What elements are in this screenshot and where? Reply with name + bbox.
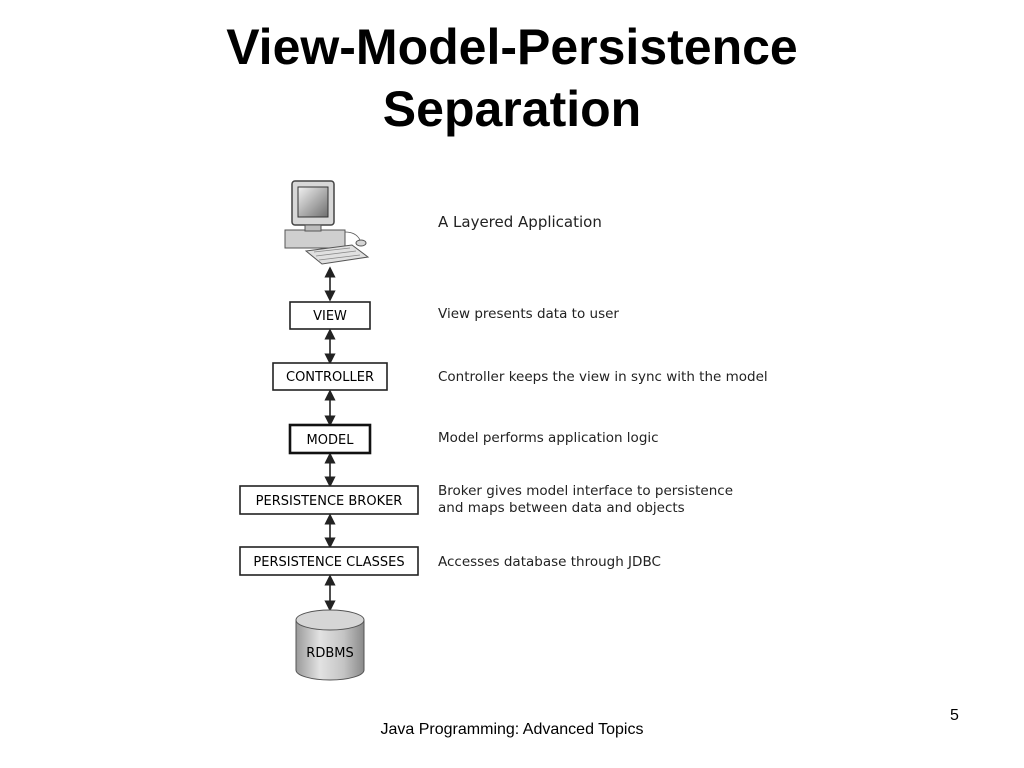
- database-label: RDBMS: [306, 646, 353, 661]
- model-description: Model performs application logic: [438, 430, 659, 446]
- computer-icon: [284, 180, 370, 265]
- broker-description-line-1: Broker gives model interface to persiste…: [438, 483, 733, 499]
- layer-view: VIEW: [289, 301, 371, 330]
- persistence-classes-description: Accesses database through JDBC: [438, 554, 661, 570]
- layer-model: MODEL: [288, 423, 372, 455]
- diagram-heading: A Layered Application: [438, 213, 602, 231]
- layer-persistence-classes-label: PERSISTENCE CLASSES: [253, 555, 404, 570]
- layer-model-label: MODEL: [307, 433, 355, 448]
- slide-title: View-Model-Persistence Separation: [0, 16, 1024, 140]
- database-icon: RDBMS: [295, 609, 365, 681]
- layer-view-label: VIEW: [313, 309, 347, 324]
- controller-description: Controller keeps the view in sync with t…: [438, 369, 768, 385]
- layer-controller: CONTROLLER: [272, 362, 388, 391]
- view-description: View presents data to user: [438, 306, 619, 322]
- slide-title-line-1: View-Model-Persistence: [226, 19, 798, 75]
- layer-persistence-broker: PERSISTENCE BROKER: [239, 485, 419, 515]
- slide-title-line-2: Separation: [382, 81, 642, 137]
- page-number: 5: [950, 707, 959, 724]
- broker-description-line-2: and maps between data and objects: [438, 500, 685, 516]
- slide-footer: Java Programming: Advanced Topics: [380, 721, 644, 738]
- layer-controller-label: CONTROLLER: [286, 370, 374, 385]
- layer-persistence-broker-label: PERSISTENCE BROKER: [256, 494, 403, 509]
- layer-persistence-classes: PERSISTENCE CLASSES: [239, 546, 419, 576]
